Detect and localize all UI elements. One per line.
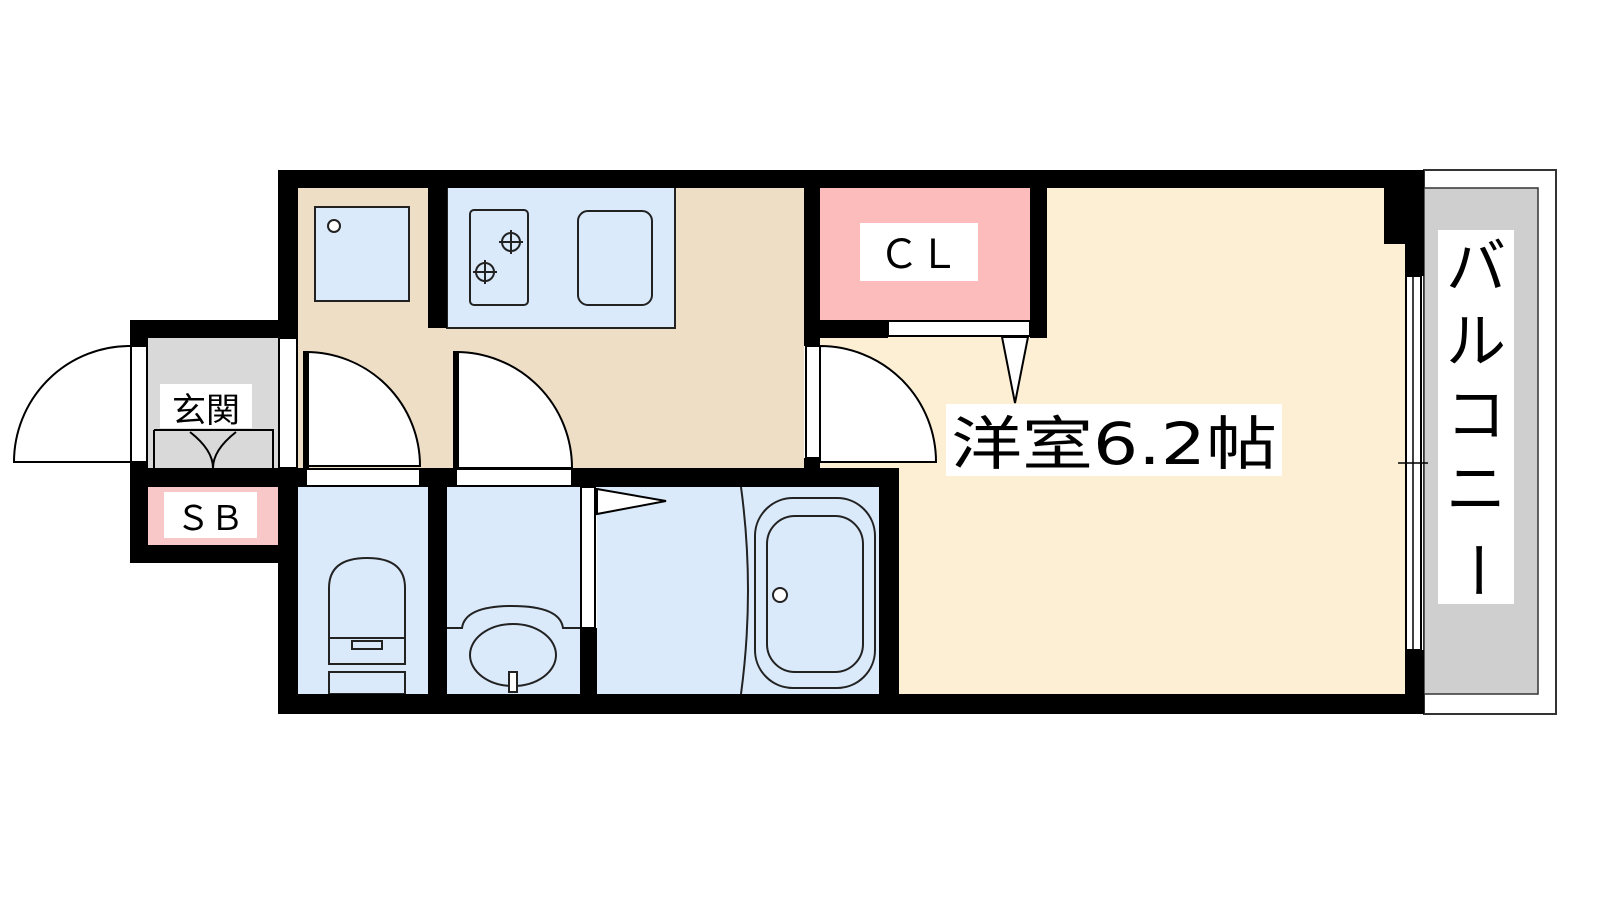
toilet-door-leaf (303, 351, 309, 469)
wash-basin-icon (447, 604, 580, 693)
room-door-swing (819, 344, 938, 463)
balcony-label-char: ル (1446, 307, 1506, 377)
shoe-box-label: ＳＢ (176, 499, 244, 539)
bathtub-icon (754, 497, 876, 689)
wall-closet-right (1030, 170, 1047, 338)
wall-bath-right (879, 468, 899, 694)
room-door-frame (805, 345, 821, 459)
stove (469, 209, 529, 306)
toilet-door-sill (305, 468, 421, 487)
entrance-door-swing (12, 344, 132, 463)
wall-right-upper (1405, 170, 1424, 276)
wall-closet-bottom (820, 320, 888, 338)
western-room-label-box: 洋室6.2帖 (946, 404, 1282, 478)
doors (12, 275, 1428, 651)
shoe-box: ＳＢ (148, 487, 278, 545)
balcony-label-char: コ (1446, 381, 1506, 451)
drain-icon (327, 219, 341, 233)
closet-door-rail (887, 320, 1031, 337)
burner-icon (473, 260, 497, 284)
washroom-door-leaf (453, 351, 459, 469)
entrance-label: 玄関 (172, 391, 240, 431)
labels: 玄関 ＳＢ ＣＬ 洋室6.2帖 バ ル コ ニ ー (148, 223, 1514, 604)
washroom-door-swing (455, 350, 574, 469)
entrance-label-box: 玄関 (160, 384, 252, 431)
wall-left-upper (278, 170, 298, 338)
wall-wet-top-left (298, 468, 306, 487)
fixtures (314, 186, 876, 695)
balcony-label-char: ニ (1446, 455, 1506, 525)
bath-door-leaf (596, 487, 667, 516)
wall-column (1384, 188, 1406, 244)
balcony-label-box: バ ル コ ニ ー (1438, 230, 1514, 604)
washroom-door-sill (455, 468, 573, 487)
closet-label: ＣＬ (879, 232, 959, 278)
wall-bottom (278, 694, 1424, 714)
toilet-door-swing (305, 350, 422, 467)
toilet-icon (328, 556, 406, 695)
closet-label-box: ＣＬ (860, 223, 978, 281)
balcony-label-char: バ (1446, 233, 1506, 303)
wall-kitchen-divider (428, 170, 447, 328)
bath-door-frame (580, 486, 596, 629)
wall-bath-left (580, 628, 597, 694)
wall-right-lower (1405, 650, 1424, 714)
wall-toilet-wash (428, 468, 447, 694)
wall-left-lower (278, 468, 298, 714)
western-room-label: 洋室6.2帖 (951, 410, 1277, 478)
closet-door-leaf (1000, 336, 1030, 404)
wall-entrance-bottom (130, 545, 298, 563)
step-line (153, 429, 274, 469)
kitchen-sink (577, 210, 653, 306)
walls (130, 170, 1424, 714)
balcony-label-char: ー (1441, 540, 1511, 600)
wall-sb-top (148, 468, 298, 487)
wall-entrance-top (130, 320, 298, 338)
entrance-door-frame (130, 345, 148, 463)
wall-top (278, 170, 1424, 188)
wall-kitchen-room-bottom (804, 458, 820, 487)
wall-entrance-left-top (130, 320, 148, 346)
wall-wet-top-right (572, 468, 899, 487)
bath-door-curve (740, 486, 749, 695)
entrance-inner-frame (278, 337, 298, 469)
wall-entrance-left-bottom (130, 462, 148, 563)
burner-icon (499, 230, 523, 254)
wall-kitchen-room-top (804, 170, 820, 346)
